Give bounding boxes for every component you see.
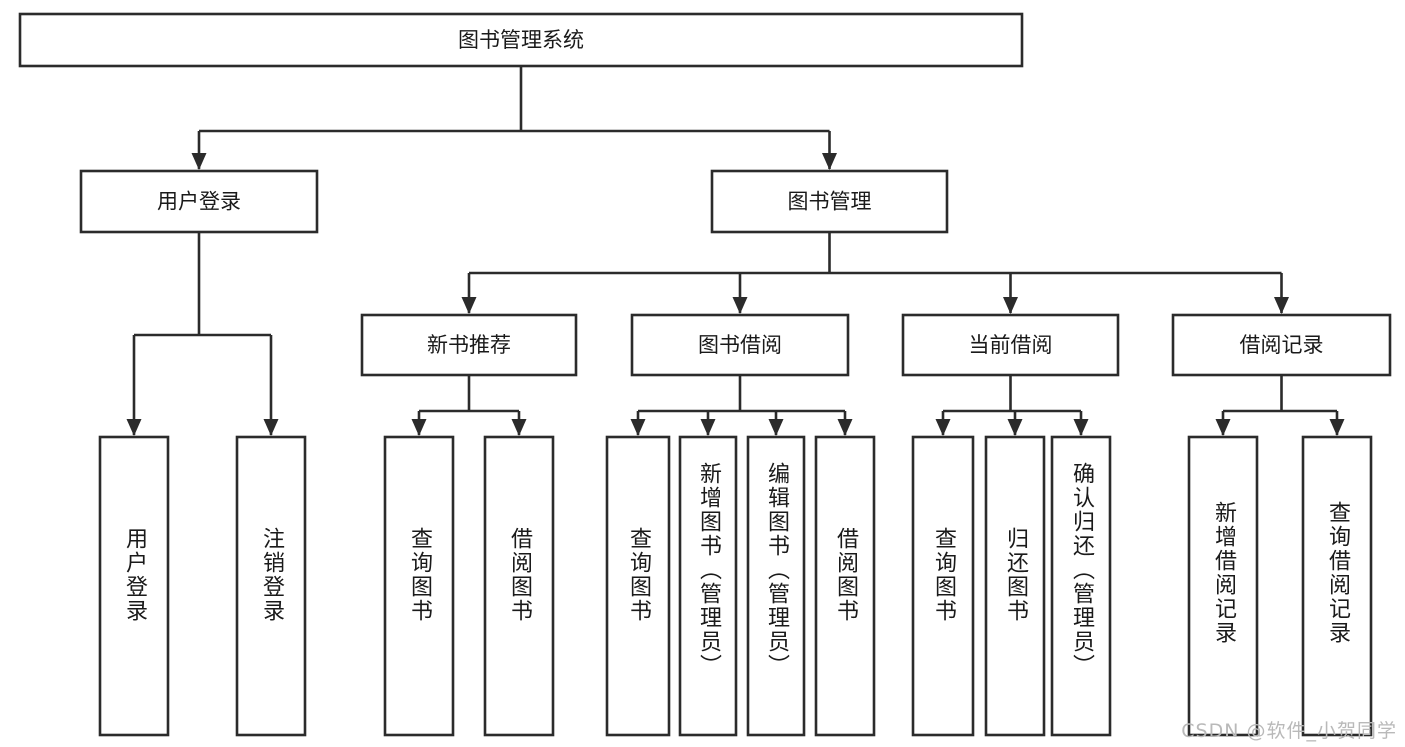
node-leaf-box-7[interactable] — [814, 435, 876, 737]
node-level3-box-2[interactable] — [901, 313, 1120, 377]
node-level3-label-3: 借阅记录 — [1240, 333, 1324, 357]
watermark-credit: CSDN @软件_小贺同学 — [1181, 720, 1397, 742]
node-root-label: 图书管理系统 — [458, 28, 584, 52]
node-leaf-box-10[interactable] — [1050, 435, 1112, 737]
arrow-head-icon — [630, 419, 646, 436]
arrow-head-icon — [732, 297, 748, 314]
boxes-layer — [18, 12, 1392, 737]
node-leaf-box-5[interactable] — [678, 435, 738, 737]
node-leaf-box-12[interactable] — [1301, 435, 1373, 737]
arrow-head-icon — [126, 419, 142, 436]
node-leaf-box-6[interactable] — [746, 435, 806, 737]
node-leaf-box-4[interactable] — [605, 435, 671, 737]
node-level3-label-0: 新书推荐 — [427, 333, 511, 357]
node-leaf-box-3[interactable] — [483, 435, 555, 737]
arrow-head-icon — [1215, 419, 1231, 436]
node-leaf-box-1[interactable] — [235, 435, 307, 737]
node-level3-label-2: 当前借阅 — [969, 333, 1053, 357]
node-level2-label-0: 用户登录 — [157, 190, 241, 214]
node-level3-box-0[interactable] — [360, 313, 578, 377]
node-level3-label-1: 图书借阅 — [698, 333, 782, 357]
node-level3-box-3[interactable] — [1171, 313, 1392, 377]
arrow-head-icon — [1073, 419, 1089, 436]
arrow-head-icon — [511, 419, 527, 436]
arrow-head-icon — [1274, 297, 1289, 314]
arrow-head-icon — [263, 419, 279, 436]
arrow-head-icon — [768, 419, 784, 436]
connectors-layer — [126, 66, 1345, 436]
arrow-head-icon — [1329, 419, 1345, 436]
arrow-head-icon — [822, 153, 837, 170]
node-leaf-box-0[interactable] — [98, 435, 170, 737]
arrow-head-icon — [1003, 297, 1018, 314]
arrow-head-icon — [411, 419, 427, 436]
node-leaf-box-8[interactable] — [911, 435, 975, 737]
arrow-head-icon — [461, 297, 477, 314]
node-leaf-box-11[interactable] — [1187, 435, 1259, 737]
arrow-head-icon — [191, 153, 207, 170]
node-leaf-box-2[interactable] — [383, 435, 455, 737]
arrow-head-icon — [700, 419, 716, 436]
node-level2-box-1[interactable] — [710, 169, 949, 234]
node-leaf-box-9[interactable] — [984, 435, 1046, 737]
node-level2-box-0[interactable] — [79, 169, 319, 234]
arrow-head-icon — [1007, 419, 1023, 436]
arrow-head-icon — [935, 419, 951, 436]
node-root-box[interactable] — [18, 12, 1024, 68]
node-level3-box-1[interactable] — [630, 313, 850, 377]
arrow-head-icon — [837, 419, 853, 436]
node-level2-label-1: 图书管理 — [788, 190, 872, 214]
